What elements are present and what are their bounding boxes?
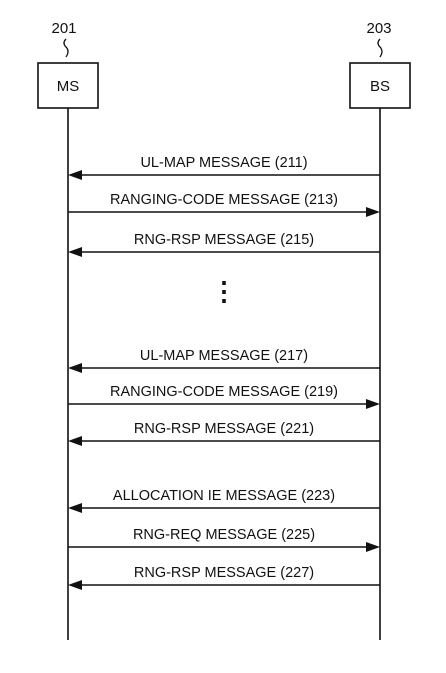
message-label: RNG-RSP MESSAGE (215) — [134, 232, 314, 248]
message-label: RANGING-CODE MESSAGE (219) — [110, 384, 338, 400]
message-4: UL-MAP MESSAGE (217) — [68, 348, 380, 373]
right-arrowhead-icon — [366, 207, 380, 217]
message-9: RNG-RSP MESSAGE (227) — [68, 565, 380, 590]
message-2: RANGING-CODE MESSAGE (213) — [68, 192, 380, 217]
right-arrowhead-icon — [366, 399, 380, 409]
message-label: UL-MAP MESSAGE (211) — [140, 155, 307, 171]
ms-label: MS — [57, 78, 80, 95]
bs-reference-number: 203 — [366, 20, 391, 37]
message-7: ALLOCATION IE MESSAGE (223) — [68, 488, 380, 513]
vertical-ellipsis-icon: ⋮ — [211, 276, 237, 306]
right-arrowhead-icon — [366, 542, 380, 552]
left-arrowhead-icon — [68, 247, 82, 257]
ms-box — [37, 62, 99, 109]
bs-label: BS — [370, 78, 390, 95]
left-arrowhead-icon — [68, 170, 82, 180]
message-3: RNG-RSP MESSAGE (215) — [68, 232, 380, 257]
participant-ms: 201 MS — [37, 20, 99, 640]
bs-reference-leader — [377, 38, 383, 58]
bs-box — [349, 62, 411, 109]
message-1: UL-MAP MESSAGE (211) — [68, 155, 380, 180]
message-label: UL-MAP MESSAGE (217) — [140, 348, 308, 364]
message-5: RANGING-CODE MESSAGE (219) — [68, 384, 380, 409]
ms-reference-leader — [63, 38, 69, 58]
left-arrowhead-icon — [68, 580, 82, 590]
left-arrowhead-icon — [68, 503, 82, 513]
message-label: RNG-REQ MESSAGE (225) — [133, 527, 315, 543]
left-arrowhead-icon — [68, 363, 82, 373]
message-label: ALLOCATION IE MESSAGE (223) — [113, 488, 335, 504]
left-arrowhead-icon — [68, 436, 82, 446]
message-6: RNG-RSP MESSAGE (221) — [68, 421, 380, 446]
message-label: RNG-RSP MESSAGE (221) — [134, 421, 314, 437]
message-8: RNG-REQ MESSAGE (225) — [68, 527, 380, 552]
ms-reference-number: 201 — [51, 20, 76, 37]
message-label: RANGING-CODE MESSAGE (213) — [110, 192, 338, 208]
participant-bs: 203 BS — [349, 20, 411, 640]
message-label: RNG-RSP MESSAGE (227) — [134, 565, 314, 581]
